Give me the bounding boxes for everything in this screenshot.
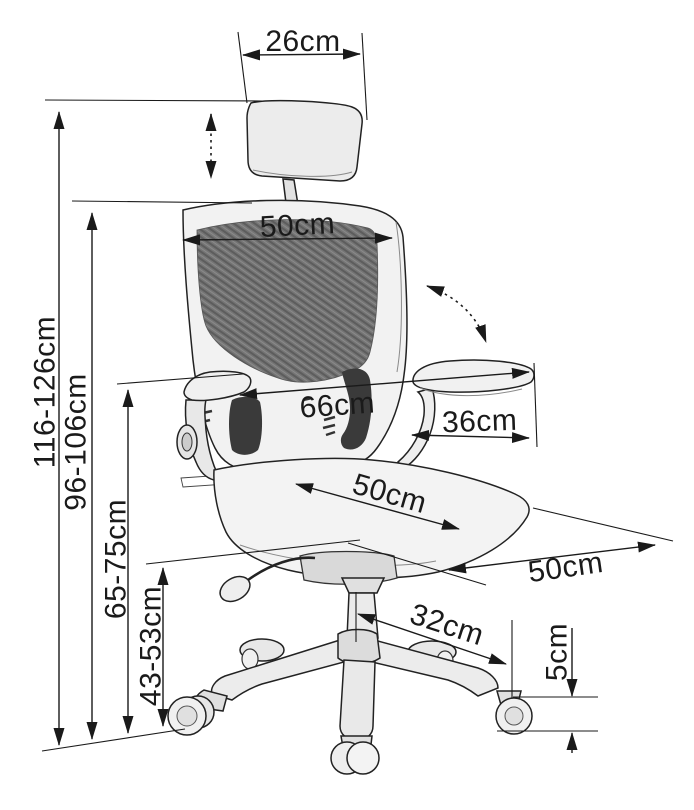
dimension-caster-height: 5cm [497, 623, 598, 753]
base-leg-left [210, 639, 345, 701]
ext-line [44, 99, 263, 102]
dim-arrow [357, 613, 507, 665]
dim-overall-width-label: 66cm [299, 386, 376, 424]
dim-total-height-label: 116-126cm [29, 316, 62, 468]
dimension-total-height: 116-126cm [29, 99, 263, 746]
dim-arrow [448, 541, 656, 574]
seat-mechanism [299, 550, 398, 585]
tilt-lever-arm [247, 556, 316, 582]
recline-arrow-icon [426, 285, 487, 343]
right-caster-hub [504, 706, 524, 726]
dim-armrest-length-label: 36cm [441, 404, 517, 440]
dim-arrow [295, 483, 460, 530]
backrest-mesh [196, 219, 379, 383]
dim-arrow [242, 48, 361, 61]
dimension-armrest-length: 36cm [411, 404, 530, 444]
dimension-backrest-height: 96-106cm [60, 200, 253, 740]
right-armrest-support [396, 387, 436, 469]
ext-line [71, 200, 253, 204]
dimension-headrest-width: 26cm [237, 25, 368, 121]
dim-arrow [411, 429, 530, 444]
front-caster-wheel-right [346, 741, 380, 775]
ext-line [145, 539, 361, 565]
ext-line [361, 32, 368, 121]
backrest-frame-shading [395, 221, 402, 373]
left-caster-hub [176, 705, 198, 727]
dim-arrow [182, 232, 393, 246]
ext-line [116, 373, 244, 385]
ext-line [532, 507, 674, 542]
headrest-shading [252, 169, 353, 177]
ext-line [347, 542, 487, 586]
dim-seat-height-label: 43-53cm [135, 586, 168, 706]
base-leg-front [339, 659, 376, 741]
dim-caster-height-label: 5cm [541, 623, 574, 681]
dim-armrest-height-label: 65-75cm [100, 499, 133, 619]
dim-headrest-width-label: 26cm [265, 25, 340, 58]
dim-arrow [239, 367, 530, 400]
base-hub [337, 628, 381, 665]
dimension-backrest-width: 50cm [182, 207, 393, 246]
dim-backrest-width-label: 50cm [259, 207, 336, 244]
ground-line [41, 728, 186, 752]
dim-seat-depth-label: 50cm [526, 546, 605, 589]
ext-line [533, 362, 538, 448]
dimension-seat-height: 43-53cm [135, 539, 361, 727]
ext-line [237, 31, 248, 104]
dimension-armrest-height: 65-75cm [100, 373, 244, 734]
lumbar-patch-left [229, 396, 263, 455]
left-armrest-pivot-cap [181, 432, 193, 452]
tilt-lever-knob [219, 575, 251, 603]
dimension-overall-width: 66cm [239, 362, 538, 448]
headrest [246, 99, 363, 182]
dim-backrest-height-label: 96-106cm [60, 373, 93, 510]
gas-lift-cone [340, 577, 386, 594]
